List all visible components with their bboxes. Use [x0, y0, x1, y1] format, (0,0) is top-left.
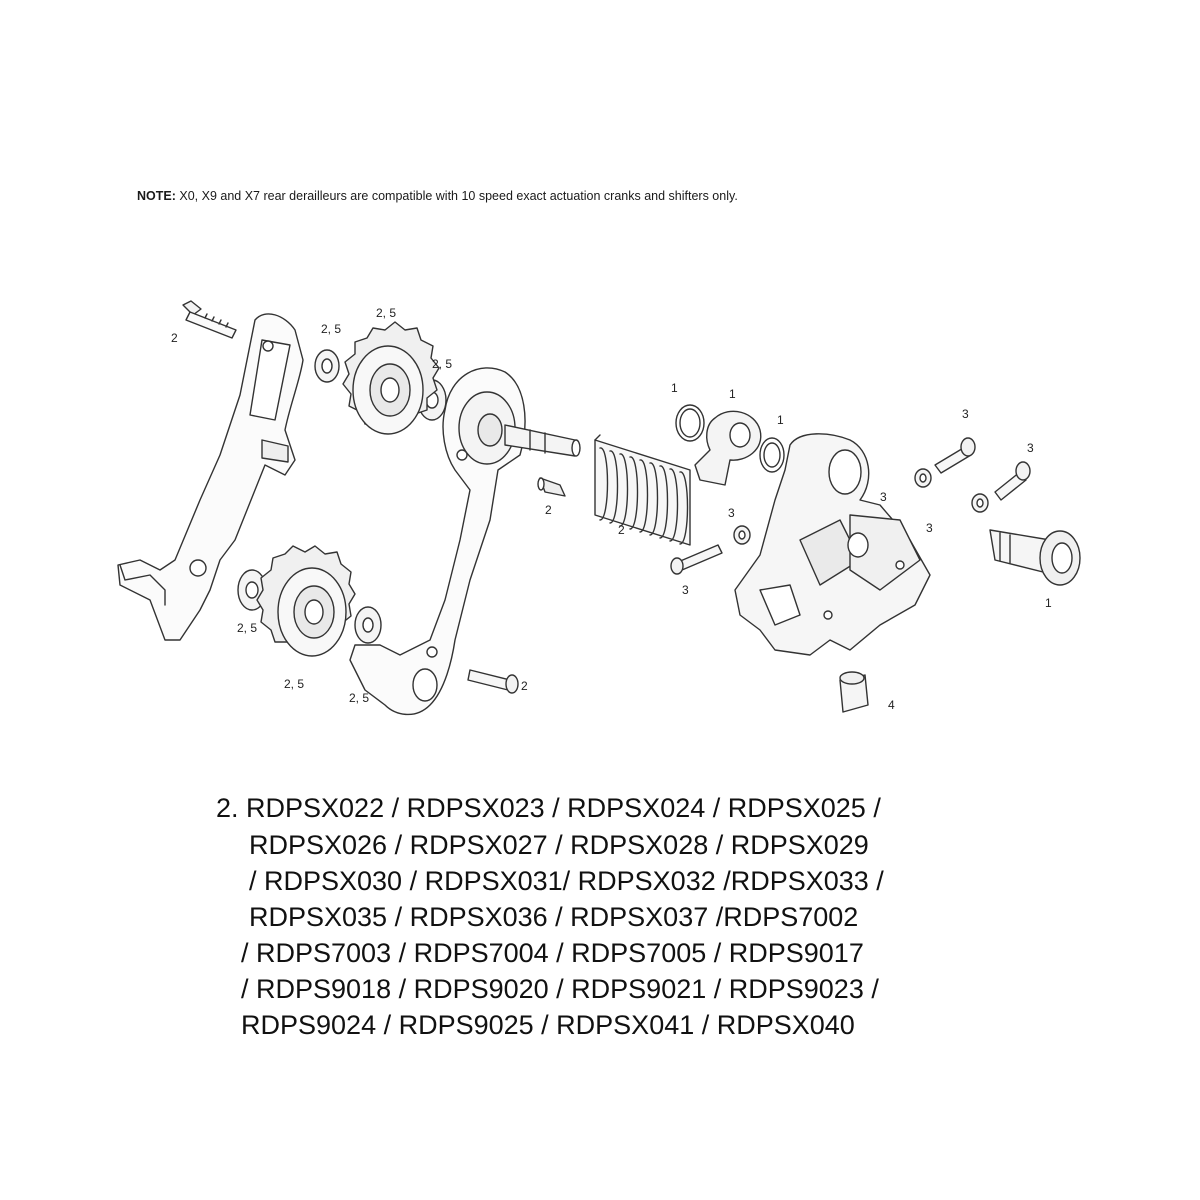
part-list-line-6: / RDPS9018 / RDPS9020 / RDPS9021 / RDPS9…	[241, 974, 879, 1004]
washer-bottom	[354, 606, 382, 644]
callout-spring: 2	[618, 523, 625, 537]
pivot-axle	[989, 529, 1081, 586]
callout-bolt-top-left: 2	[171, 331, 178, 345]
cable-end	[537, 477, 566, 497]
callout-bolt-a: 3	[962, 407, 969, 421]
note-text: X0, X9 and X7 rear derailleurs are compa…	[179, 189, 738, 203]
callout-washer-lower-left: 2, 5	[237, 621, 257, 635]
callout-bolt-bottom: 2	[521, 679, 528, 693]
barrel-adjuster	[839, 671, 869, 713]
callout-pivot-axle: 1	[1045, 596, 1052, 610]
note-label: NOTE:	[137, 189, 176, 203]
bushing-1	[694, 410, 762, 486]
callout-cable-end: 2	[545, 503, 552, 517]
cage-outer-plate	[117, 313, 304, 641]
part-list-line-3: / RDPSX030 / RDPSX031/ RDPSX032 /RDPSX03…	[249, 866, 884, 896]
callout-o-ring-1: 1	[671, 381, 678, 395]
lower-pulley	[256, 545, 356, 657]
callout-washer-top: 2, 5	[321, 322, 341, 336]
callout-body-b: 3	[926, 521, 933, 535]
callout-o-ring-2: 1	[777, 413, 784, 427]
callout-lower-pulley: 2, 5	[284, 677, 304, 691]
compatibility-note: NOTE: X0, X9 and X7 rear derailleurs are…	[137, 189, 738, 203]
o-ring-2	[759, 437, 785, 473]
callout-labels: 2 2, 5 2, 5 2, 5 2, 5 2, 5 2, 5 2 2 2 1 …	[171, 306, 1052, 712]
callout-washer-bottom: 2, 5	[349, 691, 369, 705]
washer-a	[914, 468, 932, 488]
part-list-line-5: / RDPS7003 / RDPS7004 / RDPS7005 / RDPS9…	[241, 938, 864, 968]
derailleur-body	[734, 433, 931, 656]
callout-bolt-b: 3	[1027, 441, 1034, 455]
cage-inner-plate	[349, 367, 526, 716]
callout-washer-right: 2, 5	[432, 357, 452, 371]
exploded-derailleur-diagram: 2 2, 5 2, 5 2, 5 2, 5 2, 5 2, 5 2 2 2 1 …	[117, 300, 1081, 716]
washer-b	[971, 493, 989, 513]
washer-mid	[733, 525, 751, 545]
part-list-line-7: RDPS9024 / RDPS9025 / RDPSX041 / RDPSX04…	[241, 1010, 855, 1040]
washer-top	[314, 349, 340, 383]
callout-bolt-c: 3	[682, 583, 689, 597]
callout-body-a: 3	[880, 490, 887, 504]
callout-barrel-adjuster: 4	[888, 698, 895, 712]
bolt-b	[994, 461, 1031, 501]
callout-bushing-1: 1	[729, 387, 736, 401]
b-spring	[594, 434, 691, 546]
part-list-line-2: RDPSX026 / RDPSX027 / RDPSX028 / RDPSX02…	[249, 830, 869, 860]
part-list-line-1: 2. RDPSX022 / RDPSX023 / RDPSX024 / RDPS…	[216, 793, 881, 823]
bolt-top-left	[182, 300, 237, 339]
upper-pulley	[342, 321, 440, 435]
bolt-a	[934, 437, 976, 474]
callout-washer-mid: 3	[728, 506, 735, 520]
o-ring-1	[675, 404, 705, 442]
part-list-line-4: RDPSX035 / RDPSX036 / RDPSX037 /RDPS7002	[249, 902, 859, 932]
bolt-bottom	[467, 669, 519, 694]
callout-upper-pulley: 2, 5	[376, 306, 396, 320]
bolt-c	[670, 544, 723, 575]
cage-axle	[504, 424, 581, 457]
